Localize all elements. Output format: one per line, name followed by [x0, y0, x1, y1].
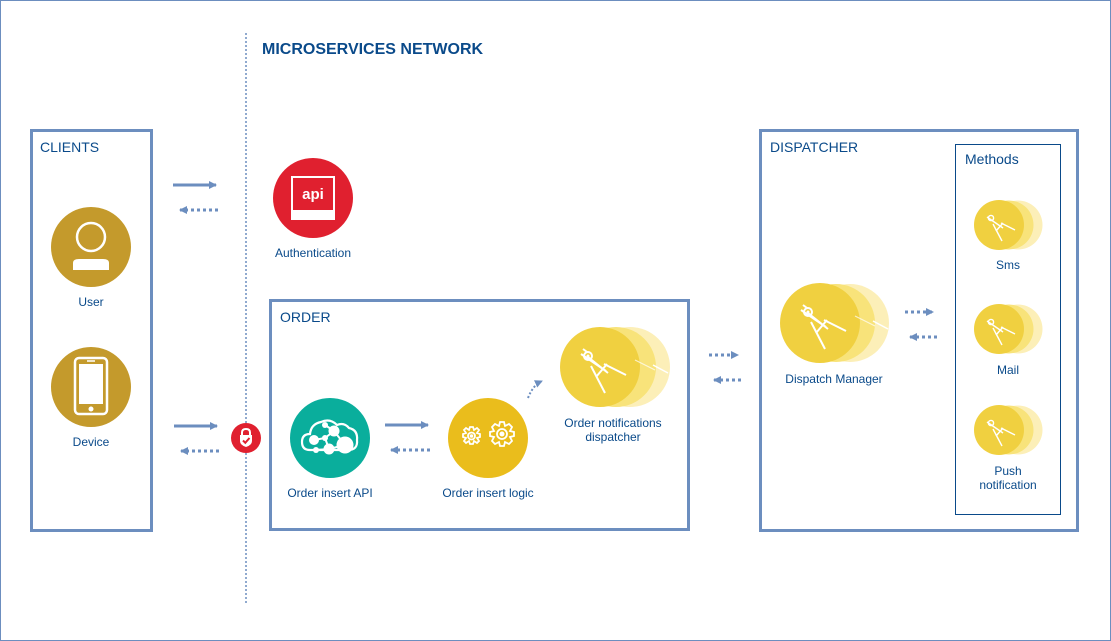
order-insert-api-label: Order insert API: [287, 486, 373, 500]
clients-box: [30, 129, 153, 532]
methods-box: [955, 144, 1061, 515]
order-insert-logic-label: Order insert logic: [442, 486, 534, 500]
authentication-label: Authentication: [274, 246, 352, 260]
diagram-title: MICROSERVICES NETWORK: [262, 41, 484, 58]
methods-heading: Methods: [965, 151, 1019, 167]
api-badge-text: api: [302, 186, 324, 203]
dispatch-manager-label: Dispatch Manager: [785, 372, 883, 386]
push-notification-label-line1: Push: [994, 464, 1022, 478]
cloud-network-icon: [290, 398, 370, 478]
smartphone-icon: [51, 347, 131, 427]
mail-label: Mail: [996, 363, 1019, 377]
order-notifications-label-line1: Order notifications: [564, 416, 662, 430]
lock-shield-icon: [231, 423, 261, 453]
push-notification-label-line2: notification: [979, 478, 1037, 492]
dispatcher-heading: DISPATCHER: [770, 139, 859, 155]
user-icon: [51, 207, 131, 287]
device-label: Device: [72, 435, 110, 449]
sms-label: Sms: [996, 258, 1020, 272]
sms-satellite-icon: [974, 200, 1043, 250]
satellite-dish-icon: [560, 327, 670, 407]
push-satellite-icon: [974, 405, 1043, 455]
user-label: User: [78, 295, 104, 309]
dispatcher-box: [759, 129, 1079, 532]
order-heading: ORDER: [280, 309, 331, 325]
gears-icon: [448, 398, 528, 478]
order-box: [269, 299, 690, 531]
mail-satellite-icon: [974, 304, 1043, 354]
dispatch-manager-icon: [780, 283, 889, 363]
api-icon: api: [273, 158, 353, 238]
order-notifications-label-line2: dispatcher: [585, 430, 641, 444]
clients-heading: CLIENTS: [40, 139, 100, 155]
